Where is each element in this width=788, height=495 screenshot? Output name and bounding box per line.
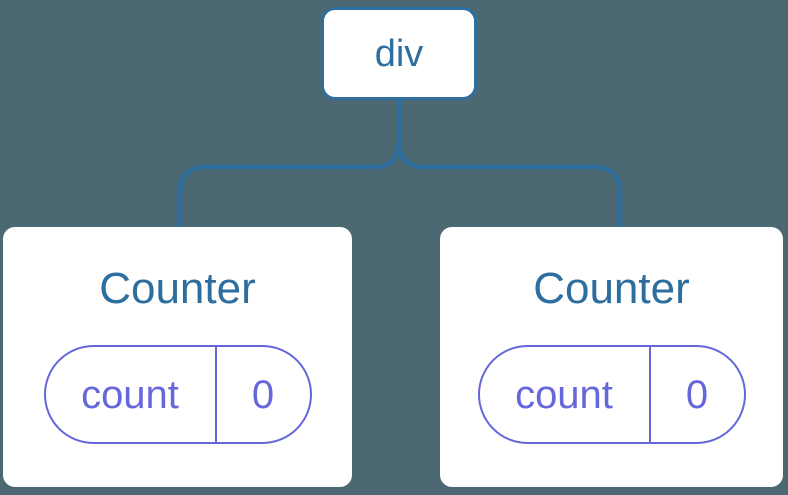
connector-left-branch (177, 97, 402, 232)
state-pill-divider (648, 347, 651, 442)
component-card-counter-right: Counter count 0 (440, 227, 783, 487)
root-node-div: div (321, 7, 477, 100)
state-value-cell: 0 (217, 347, 310, 442)
state-value-label: 0 (251, 372, 275, 417)
state-pill: count 0 (477, 345, 746, 444)
component-card-counter-left: Counter count 0 (3, 227, 352, 487)
state-value-cell: 0 (651, 347, 744, 442)
state-key-cell: count (480, 347, 649, 442)
state-key-label: count (515, 372, 613, 417)
state-pill-divider (214, 347, 217, 442)
component-title: Counter (99, 264, 256, 313)
state-key-cell: count (46, 347, 215, 442)
root-node-label: div (374, 32, 424, 75)
component-title: Counter (533, 264, 690, 313)
state-key-label: count (81, 372, 179, 417)
state-pill: count 0 (43, 345, 312, 444)
state-value-label: 0 (685, 372, 709, 417)
connector-right-branch (396, 97, 623, 232)
